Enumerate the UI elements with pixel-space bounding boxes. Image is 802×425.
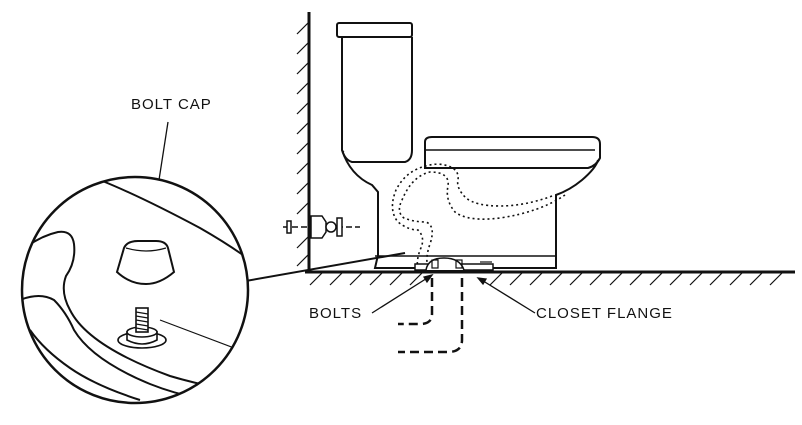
- bolts-leader: [371, 274, 433, 314]
- wall: [296, 12, 311, 272]
- toilet-seat: [424, 136, 601, 169]
- toilet-tank: [341, 37, 413, 163]
- closet-flange-leader: [479, 278, 536, 314]
- closet-flange-label: CLOSET FLANGE: [536, 305, 673, 322]
- toilet-bowl: [341, 149, 599, 269]
- wall-hatching: [296, 21, 310, 267]
- bolt-cap-label: BOLT CAP: [131, 96, 212, 113]
- drain-pipes: [398, 278, 464, 354]
- trapway-dotted: [391, 163, 566, 269]
- bolt-assembly: [117, 307, 167, 349]
- bolts-label: BOLTS: [309, 305, 363, 322]
- bolt-cap: [115, 240, 176, 286]
- toilet-tank-lid: [336, 22, 413, 38]
- toilet: [336, 22, 601, 271]
- callout-connector: [239, 252, 406, 283]
- water-supply-valve: [283, 215, 360, 239]
- floor-hatching: [309, 272, 783, 286]
- floor: [305, 270, 795, 286]
- detail-callout-circle: [20, 175, 250, 405]
